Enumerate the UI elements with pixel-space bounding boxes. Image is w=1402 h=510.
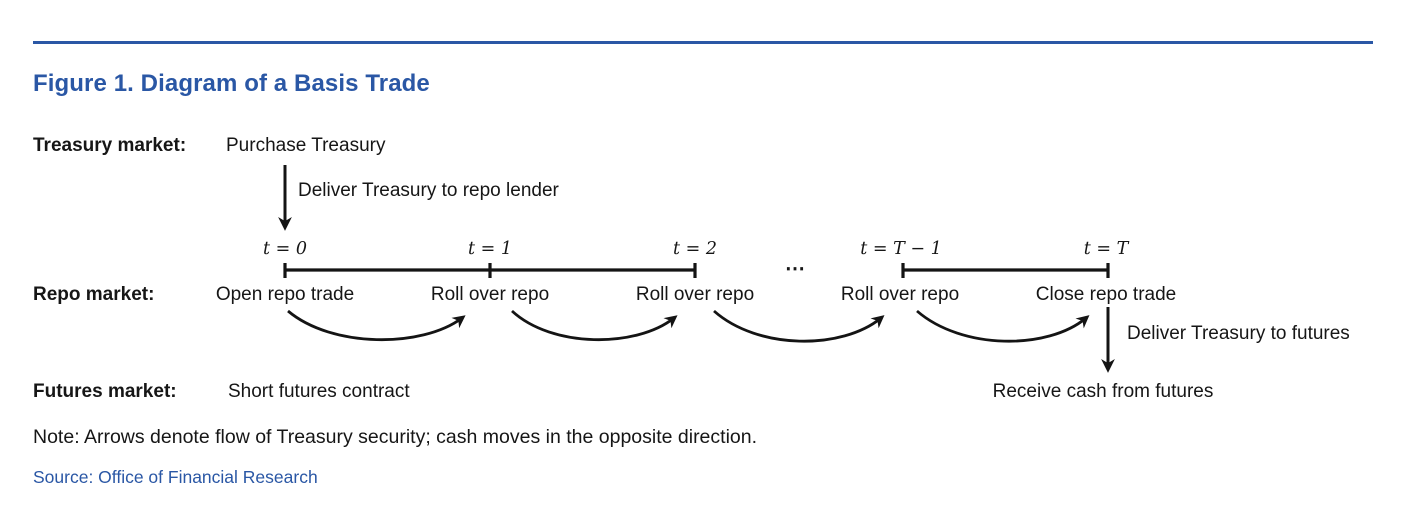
- tick-label-tT: t = T: [1083, 239, 1129, 259]
- short-futures-label: Short futures contract: [228, 381, 410, 402]
- tick-label-t2: t = 2: [673, 239, 717, 259]
- repo-event-roll1: Roll over repo: [430, 284, 550, 305]
- tick-label-t1: t = 1: [468, 239, 512, 259]
- timeline: [283, 263, 1110, 278]
- tick-label-tm1: t = T − 1: [860, 239, 942, 259]
- purchase-treasury-label: Purchase Treasury: [226, 135, 386, 156]
- repo-market-label: Repo market:: [33, 284, 155, 305]
- futures-market-label: Futures market:: [33, 381, 177, 402]
- repo-event-open: Open repo trade: [215, 284, 355, 305]
- figure-title: Figure 1. Diagram of a Basis Trade: [33, 70, 430, 97]
- deliver-treasury-to-futures-label: Deliver Treasury to futures: [1127, 323, 1350, 344]
- repo-rollover-arrows: [287, 309, 1090, 343]
- receive-cash-label: Receive cash from futures: [992, 381, 1214, 402]
- repo-event-roll2: Roll over repo: [635, 284, 755, 305]
- deliver-treasury-to-repo-label: Deliver Treasury to repo lender: [298, 180, 559, 201]
- figure-source: Source: Office of Financial Research: [33, 467, 318, 487]
- treasury-market-label: Treasury market:: [33, 135, 187, 156]
- repo-event-roll3: Roll over repo: [840, 284, 960, 305]
- top-rule: [33, 41, 1373, 44]
- repo-event-close: Close repo trade: [1035, 284, 1177, 305]
- figure-note: Note: Arrows denote flow of Treasury sec…: [33, 426, 758, 448]
- tick-label-t0: t = 0: [263, 239, 307, 259]
- timeline-ellipsis: ⋯: [785, 256, 805, 280]
